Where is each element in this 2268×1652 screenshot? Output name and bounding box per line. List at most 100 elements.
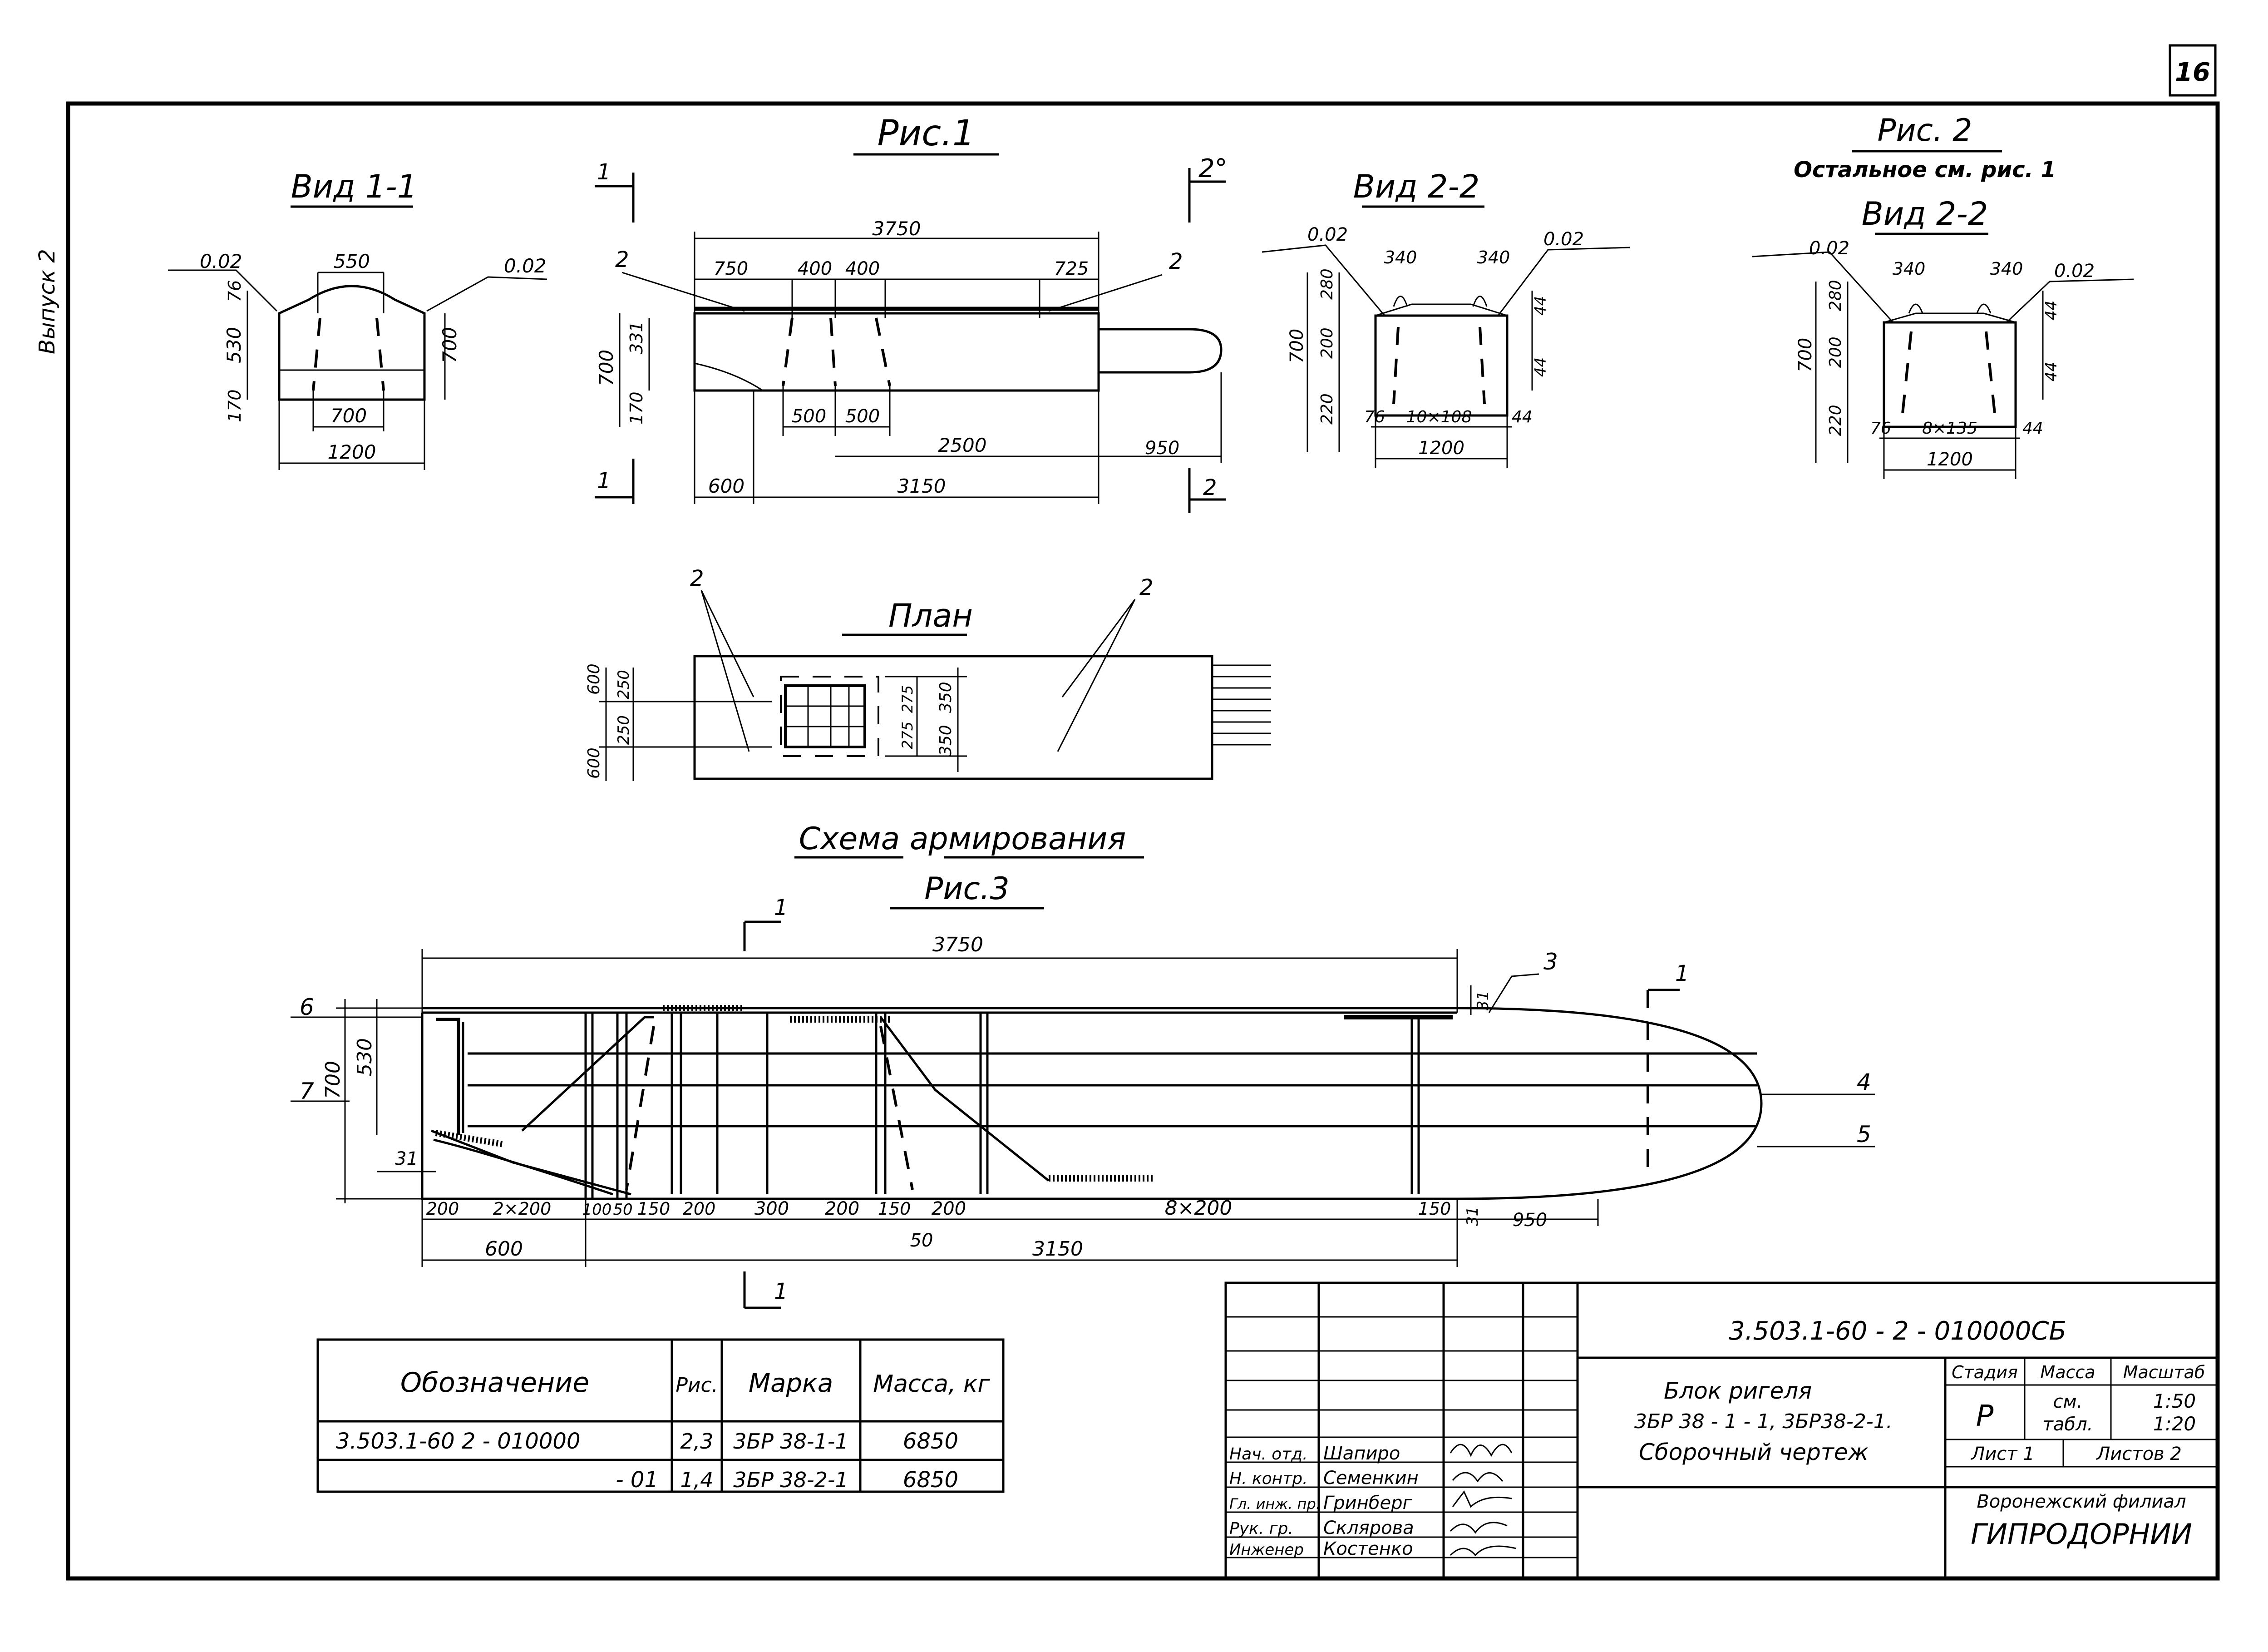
- fig3-heading: Схема армирования: [799, 821, 1126, 857]
- callout: 2: [615, 247, 629, 272]
- fig2-subtitle: Остальное см. рис. 1: [1794, 157, 2056, 183]
- section-label: 1: [1675, 961, 1689, 986]
- section-label: 2: [1203, 475, 1217, 500]
- person-name: Гринберг: [1323, 1493, 1412, 1514]
- spec-cell: 6850: [903, 1467, 958, 1493]
- spec-table: Обозначение Рис. Марка Масса, кг 3.503.1…: [316, 1338, 1005, 1493]
- spec-cell: 3.503.1-60 2 - 010000: [336, 1429, 580, 1454]
- signature: [1450, 1444, 1513, 1457]
- view11-dim: 0.02: [504, 255, 547, 277]
- sheet-count: Листов 2: [2095, 1444, 2182, 1464]
- callout: 6: [300, 994, 314, 1020]
- fig1-elevation: 1 1 2 2° 2 2 3750 750 400 400 725 700 33…: [595, 154, 1228, 513]
- view22a-dim: 0.02: [1543, 229, 1584, 250]
- fig2-title: Рис. 2: [1877, 113, 1972, 148]
- spec-header: Обозначение: [400, 1367, 589, 1399]
- plan-dim: 350: [937, 725, 955, 756]
- fig3-dim: 700: [321, 1061, 345, 1099]
- sheet-number: Лист 1: [1970, 1444, 2035, 1464]
- view11-title: Вид 1-1: [291, 168, 418, 205]
- view11-dim: 1200: [328, 441, 376, 463]
- view11-dim: 170: [225, 389, 245, 422]
- scale-value: 1:50: [2153, 1390, 2196, 1412]
- fig3-dim: 300: [754, 1198, 789, 1219]
- fig3-dim: 31: [1464, 1207, 1482, 1226]
- org-name: ГИПРОДОРНИИ: [1971, 1518, 2192, 1551]
- elev-dim: 2500: [938, 434, 987, 456]
- view22b-dim: 280: [1826, 280, 1845, 311]
- callout: 2: [1169, 249, 1183, 274]
- plan-dim: 250: [615, 715, 633, 745]
- view11-dim: 530: [223, 327, 245, 363]
- view22a-dim: 0.02: [1307, 224, 1348, 245]
- role-label: Инженер: [1229, 1541, 1304, 1559]
- fig3-dim: 150: [637, 1199, 671, 1219]
- role-label: Рук. гр.: [1229, 1519, 1293, 1538]
- signature: [1450, 1522, 1508, 1534]
- elev-dim: 400: [845, 258, 880, 279]
- view11-dim: 700: [330, 405, 367, 427]
- view22b-title: Вид 2-2: [1862, 195, 1988, 232]
- plan-view: План 2 2 600 250 250 600 275 275: [585, 566, 1271, 781]
- doc-name-line: Сборочный чертеж: [1639, 1439, 1869, 1465]
- fig3-dim: 150: [878, 1199, 911, 1219]
- fig3-reinforcement: Схема армирования Рис.3: [291, 821, 1875, 1309]
- plan-dim: 275: [899, 722, 916, 749]
- elev-dim: 750: [714, 258, 748, 279]
- view22a-title: Вид 2-2: [1353, 168, 1480, 205]
- view22b-dim: 0.02: [1809, 238, 1849, 259]
- stage-value: Р: [1976, 1400, 1994, 1433]
- view22a-dim: 76: [1364, 408, 1385, 426]
- elev-dim: 331: [626, 321, 646, 354]
- view11-dim: 550: [334, 250, 370, 272]
- elev-dim: 3150: [897, 475, 946, 497]
- elev-dim: 600: [708, 475, 744, 497]
- person-name: Шапиро: [1323, 1443, 1400, 1464]
- fig3-dim: 50: [613, 1201, 632, 1219]
- fig1-title: Рис.1: [877, 113, 975, 154]
- elev-dim: 500: [792, 406, 826, 427]
- signature: [1452, 1490, 1512, 1508]
- person-name: Семенкин: [1323, 1468, 1419, 1489]
- mass-value: см.: [2053, 1391, 2083, 1412]
- role-label: Гл. инж. пр.: [1229, 1495, 1321, 1513]
- spec-header: Марка: [749, 1369, 833, 1398]
- section-label: 1: [774, 895, 788, 920]
- fig3-dim: 31: [1474, 991, 1492, 1010]
- elev-dim: 700: [595, 350, 617, 386]
- signature: [1450, 1545, 1517, 1557]
- view22a-dim: 700: [1287, 329, 1307, 363]
- fig3-dim: 3150: [1032, 1237, 1083, 1261]
- signature: [1452, 1472, 1504, 1483]
- view11-dim: 700: [439, 327, 461, 363]
- fig3-dim: 950: [1513, 1210, 1547, 1231]
- fig3-dim: 100: [582, 1201, 612, 1219]
- fig2: Рис. 2 Остальное см. рис. 1 Вид 2-2 0.02…: [1752, 113, 2134, 479]
- view22a-dim: 340: [1384, 247, 1417, 267]
- fig3-dim: 150: [1418, 1199, 1451, 1219]
- fig3-dim: 600: [485, 1237, 523, 1261]
- view22b-dim: 44: [2042, 362, 2061, 381]
- callout: 7: [300, 1078, 314, 1104]
- mass-header: Масса: [2040, 1362, 2095, 1382]
- mass-value: табл.: [2043, 1414, 2093, 1435]
- scale-value: 1:20: [2153, 1413, 2196, 1435]
- angle-label: 2°: [1198, 154, 1228, 183]
- doc-name-line: 3БР 38 - 1 - 1, 3БР38-2-1.: [1634, 1410, 1893, 1433]
- fig3-dim: 50: [910, 1230, 933, 1251]
- section-label: 1: [597, 159, 611, 185]
- callout: 3: [1543, 949, 1558, 975]
- fig3-dim: 8×200: [1165, 1197, 1233, 1220]
- title-block: 3.503.1-60 - 2 - 010000СБ Блок ригеля 3Б…: [1224, 1281, 2219, 1580]
- spec-cell: 3БР 38-1-1: [733, 1429, 848, 1454]
- spec-cell: 2,3: [680, 1429, 713, 1454]
- view22b-dim: 700: [1795, 338, 1816, 372]
- plan-dim: 350: [937, 682, 955, 713]
- elev-dim: 725: [1054, 258, 1089, 279]
- view22b-dim: 340: [1893, 259, 1926, 279]
- elev-dim: 400: [798, 258, 832, 279]
- view11-dim: 0.02: [200, 250, 242, 272]
- callout: 2: [1139, 575, 1154, 600]
- page-number-box: [2169, 44, 2217, 97]
